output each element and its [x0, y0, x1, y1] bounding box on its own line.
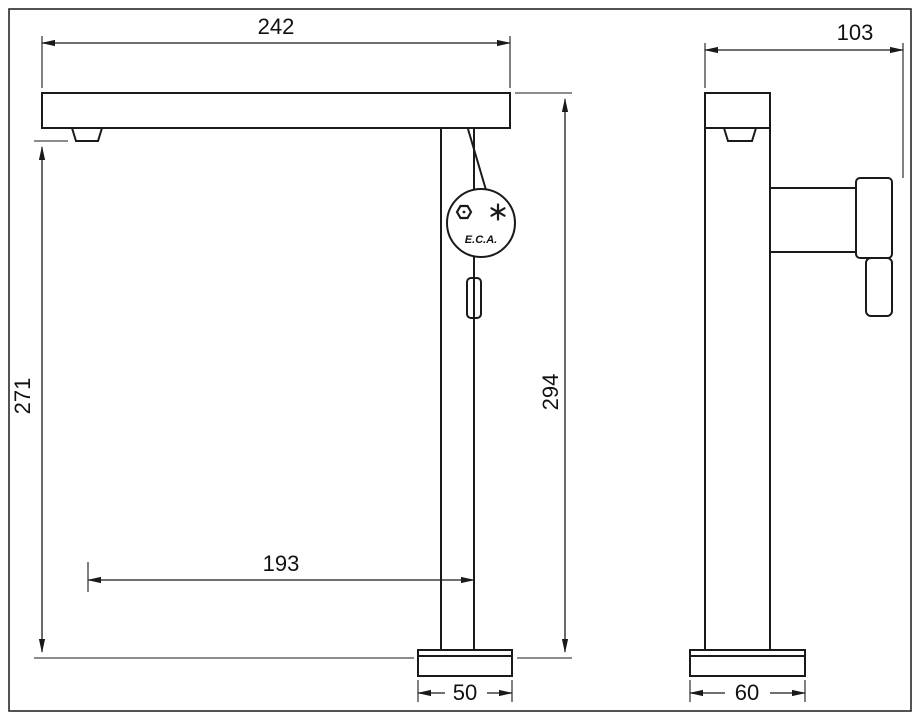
dim-label-front-height-to-spout: 271: [10, 378, 35, 415]
handle-hub-circle: [446, 188, 516, 258]
base-front: [417, 649, 513, 677]
faucet-side-body: [689, 92, 893, 677]
dim-label-front-spout-width: 242: [258, 14, 295, 39]
handle-leader-line: [467, 128, 487, 191]
dim-label-side-depth: 103: [837, 20, 874, 45]
dim-label-front-spout-reach: 193: [263, 551, 300, 576]
cold-indicator-icon: [455, 204, 473, 220]
brand-logo-text: E.C.A.: [465, 234, 497, 246]
dim-front-base-width: 50: [417, 680, 513, 705]
handle-housing-side: [769, 187, 857, 253]
body-side: [704, 92, 771, 651]
dim-front-spout-width: 242: [41, 14, 511, 88]
base-side: [689, 649, 806, 677]
dim-front-spout-reach: 193: [87, 551, 475, 592]
handle-hub-front: E.C.A.: [446, 188, 516, 319]
dim-side-depth: 103: [704, 20, 904, 178]
aerator-front: [70, 127, 104, 142]
front-view: E.C.A. 242 271 294 19: [10, 14, 572, 705]
drawing-border: [8, 8, 912, 712]
side-view: 103 60: [689, 20, 904, 705]
dim-label-front-base-width: 50: [453, 680, 477, 705]
aerator-side: [722, 127, 758, 142]
spout-front: [41, 92, 511, 129]
handle-lever-side: [865, 257, 893, 317]
dim-label-side-base-depth: 60: [735, 680, 759, 705]
dim-side-base-depth: 60: [689, 680, 806, 705]
handle-knob-side: [855, 177, 893, 259]
dim-label-front-total-height: 294: [538, 374, 563, 411]
hot-indicator-icon: [490, 203, 506, 221]
handle-lever-front: [466, 277, 482, 319]
faucet-front-body: [41, 92, 513, 677]
dim-front-total-height: 294: [515, 92, 572, 659]
dim-front-height-to-spout: 271: [10, 140, 414, 659]
